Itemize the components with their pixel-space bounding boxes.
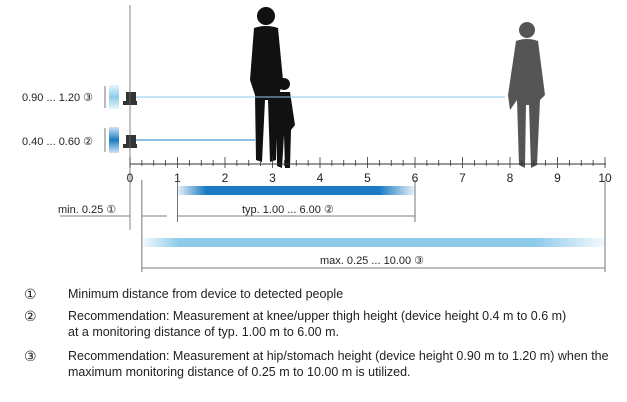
axis-tick-label: 1 — [174, 171, 181, 185]
axis-tick-label: 8 — [507, 171, 514, 185]
adult-silhouette — [250, 7, 283, 162]
axis-tick-label: 5 — [364, 171, 371, 185]
axis-ticks — [129, 157, 606, 168]
legend-item: ③ Recommendation: Measurement at hip/sto… — [0, 348, 627, 388]
legend-text: Recommendation: Measurement at knee/uppe… — [68, 309, 567, 339]
axis-tick-label: 10 — [598, 171, 612, 185]
min-distance-label: min. 0.25 ① — [58, 204, 116, 216]
diagram-canvas: 0.90 ... 1.20 ③ 0.40 ... 0.60 ② 0 1 2 3 4 5 6 7… — [22, 5, 612, 272]
legend-item: ② Recommendation: Measurement at knee/up… — [0, 308, 627, 348]
axis-tick-label: 3 — [269, 171, 276, 185]
legend-number: ③ — [24, 348, 37, 364]
legend-item: ① Minimum distance from device to detect… — [0, 286, 627, 308]
legend-number: ① — [24, 286, 37, 302]
axis-tick-label: 0 — [127, 171, 134, 185]
height-label-upper: 0.90 ... 1.20 ③ — [22, 92, 93, 104]
child-silhouette — [273, 78, 295, 168]
distant-person-silhouette — [508, 22, 545, 168]
legend-number: ② — [24, 308, 37, 324]
typical-range-label: typ. 1.00 ... 6.00 ② — [242, 204, 334, 216]
height-band-upper — [109, 85, 119, 109]
axis-tick-label: 4 — [317, 171, 324, 185]
height-band-lower — [109, 127, 119, 153]
dimension-lines — [60, 180, 606, 272]
axis-tick-label: 2 — [222, 171, 229, 185]
typical-range-bar — [177, 186, 415, 195]
legend-text: Minimum distance from device to detected… — [68, 287, 344, 301]
height-label-lower: 0.40 ... 0.60 ② — [22, 136, 93, 148]
axis-tick-label: 6 — [412, 171, 419, 185]
axis-tick-labels: 0 1 2 3 4 5 6 7 8 9 10 — [127, 171, 612, 185]
legend-text: Recommendation: Measurement at hip/stoma… — [68, 349, 609, 379]
max-range-label: max. 0.25 ... 10.00 ③ — [320, 255, 424, 267]
max-range-bar — [141, 238, 605, 247]
legend: ① Minimum distance from device to detect… — [0, 286, 627, 388]
axis-tick-label: 7 — [459, 171, 466, 185]
axis-tick-label: 9 — [554, 171, 561, 185]
